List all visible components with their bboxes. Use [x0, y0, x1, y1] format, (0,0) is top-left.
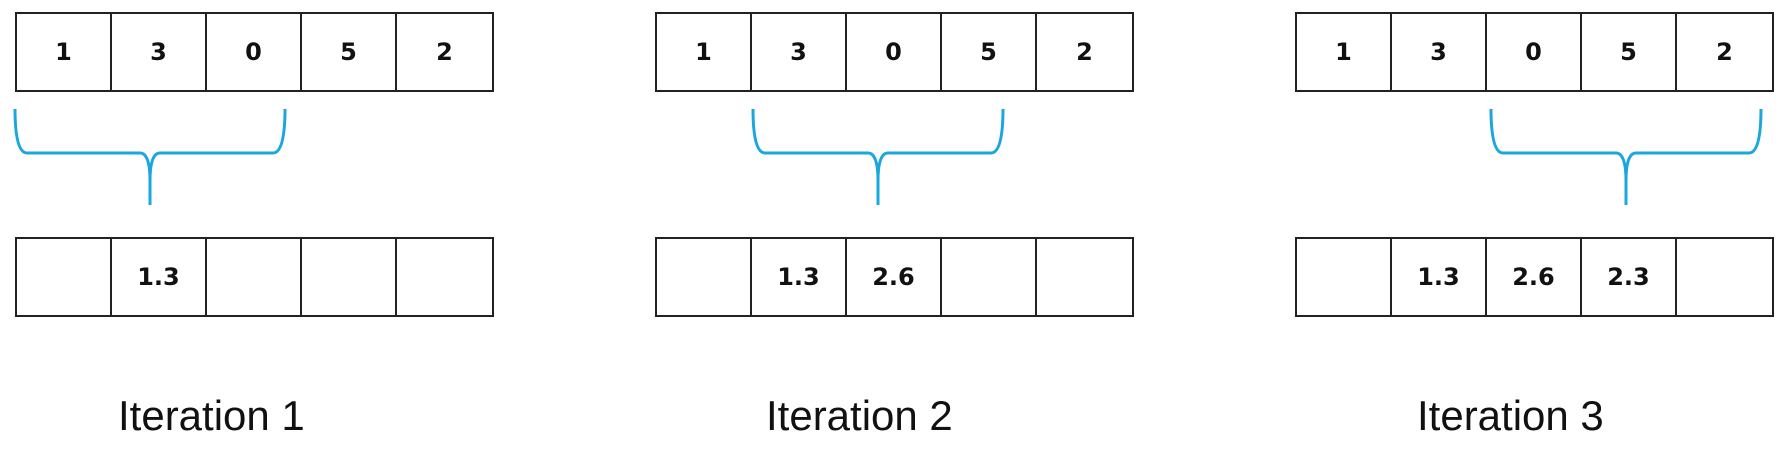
output-cell: 2.3	[1582, 239, 1677, 315]
output-cell	[1297, 239, 1392, 315]
output-cell	[942, 239, 1037, 315]
window-brace	[751, 108, 1005, 205]
brace-path	[1489, 108, 1763, 205]
output-cell	[1037, 239, 1132, 315]
iteration-label: Iteration 3	[1417, 392, 1604, 439]
output-cell	[207, 239, 302, 315]
output-cell: 1.3	[752, 239, 847, 315]
output-cell: 1.3	[112, 239, 207, 315]
input-array: 1 3 0 5 2	[1295, 12, 1774, 92]
iteration-label: Iteration 2	[766, 392, 953, 439]
input-cell: 5	[302, 14, 397, 90]
input-cell: 0	[847, 14, 942, 90]
input-cell: 1	[657, 14, 752, 90]
output-cell: 2.6	[1487, 239, 1582, 315]
input-cell: 3	[112, 14, 207, 90]
output-array: 1.3 2.6 2.3	[1295, 237, 1774, 317]
output-cell	[1677, 239, 1772, 315]
brace-path	[13, 108, 287, 205]
window-brace	[13, 108, 287, 205]
input-cell: 5	[942, 14, 1037, 90]
output-array: 1.3	[15, 237, 494, 317]
iteration-panel-3: 1 3 0 5 2 1.3 2.6 2.3 Iteration 3	[1295, 0, 1775, 457]
output-cell	[397, 239, 492, 315]
input-cell: 2	[436, 38, 453, 66]
input-array: 1 3 0 5 2	[15, 12, 494, 92]
input-cell: 1	[17, 14, 112, 90]
output-cell	[302, 239, 397, 315]
input-array: 1 3 0 5 2	[655, 12, 1134, 92]
window-brace	[1489, 108, 1763, 205]
iteration-panel-1: 1 3 0 5 2 1.3 Iteration 1	[13, 0, 495, 457]
output-cell: 1.3	[1392, 239, 1487, 315]
iteration-panel-2: 1 3 0 5 2 1.3 2.6 Iteration 2	[655, 0, 1135, 457]
iteration-label: Iteration 1	[118, 392, 305, 439]
output-array: 1.3 2.6	[655, 237, 1134, 317]
brace-path	[751, 108, 1005, 205]
input-cell: 3	[752, 14, 847, 90]
input-cell: 3	[1392, 14, 1487, 90]
input-cell: 5	[1582, 14, 1677, 90]
output-cell	[17, 239, 112, 315]
input-cell: 2	[1716, 38, 1733, 66]
output-cell	[657, 239, 752, 315]
input-cell: 0	[207, 14, 302, 90]
input-cell: 2	[1076, 38, 1093, 66]
output-cell: 2.6	[847, 239, 942, 315]
input-cell: 1	[1297, 14, 1392, 90]
input-cell: 0	[1487, 14, 1582, 90]
